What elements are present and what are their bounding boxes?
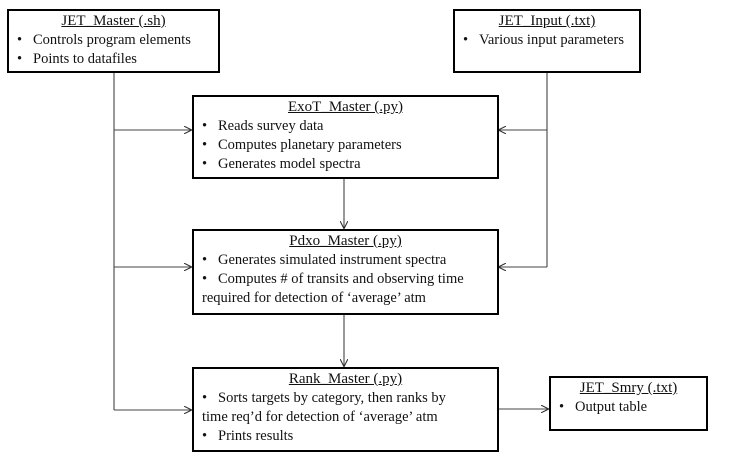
list-item: Computes # of transits and observing tim… bbox=[194, 270, 497, 308]
exot-master-list: Reads survey data Computes planetary par… bbox=[194, 117, 497, 174]
jet-master-list: Controls program elements Points to data… bbox=[9, 31, 218, 69]
list-item: Various input parameters bbox=[455, 31, 639, 50]
list-item-line-1: Computes # of transits and observing tim… bbox=[218, 271, 464, 287]
list-item-line-2: required for detection of ‘average’ atm bbox=[202, 290, 426, 306]
list-item: Sorts targets by category, then ranks by… bbox=[194, 389, 497, 427]
jet-smry-list: Output table bbox=[551, 398, 706, 417]
rank-master-title: Rank_Master (.py) bbox=[288, 371, 403, 387]
jet-smry-title: JET_Smry (.txt) bbox=[579, 380, 678, 396]
pdxo-master-title: Pdxo_Master (.py) bbox=[289, 233, 402, 249]
list-item: Prints results bbox=[194, 427, 497, 446]
rank-master-list: Sorts targets by category, then ranks by… bbox=[194, 389, 497, 446]
list-item: Generates model spectra bbox=[194, 155, 497, 174]
jet-master-box: JET_Master (.sh) Controls program elemen… bbox=[7, 9, 220, 73]
pdxo-master-list: Generates simulated instrument spectra C… bbox=[194, 251, 497, 308]
jet-master-title: JET_Master (.sh) bbox=[61, 13, 166, 29]
list-item-line-2: time req’d for detection of ‘average’ at… bbox=[202, 409, 438, 425]
list-item: Output table bbox=[551, 398, 706, 417]
list-item-line-1: Sorts targets by category, then ranks by bbox=[218, 390, 446, 406]
jet-input-box: JET_Input (.txt) Various input parameter… bbox=[453, 9, 641, 73]
list-item: Controls program elements bbox=[9, 31, 218, 50]
rank-master-box: Rank_Master (.py) Sorts targets by categ… bbox=[192, 367, 499, 452]
jet-input-list: Various input parameters bbox=[455, 31, 639, 50]
jet-smry-box: JET_Smry (.txt) Output table bbox=[549, 376, 708, 431]
jet-input-title: JET_Input (.txt) bbox=[498, 13, 596, 29]
exot-master-box: ExoT_Master (.py) Reads survey data Comp… bbox=[192, 95, 499, 179]
list-item: Generates simulated instrument spectra bbox=[194, 251, 497, 270]
exot-master-title: ExoT_Master (.py) bbox=[288, 99, 403, 115]
list-item: Computes planetary parameters bbox=[194, 136, 497, 155]
pdxo-master-box: Pdxo_Master (.py) Generates simulated in… bbox=[192, 229, 499, 315]
list-item: Points to datafiles bbox=[9, 50, 218, 69]
list-item: Reads survey data bbox=[194, 117, 497, 136]
